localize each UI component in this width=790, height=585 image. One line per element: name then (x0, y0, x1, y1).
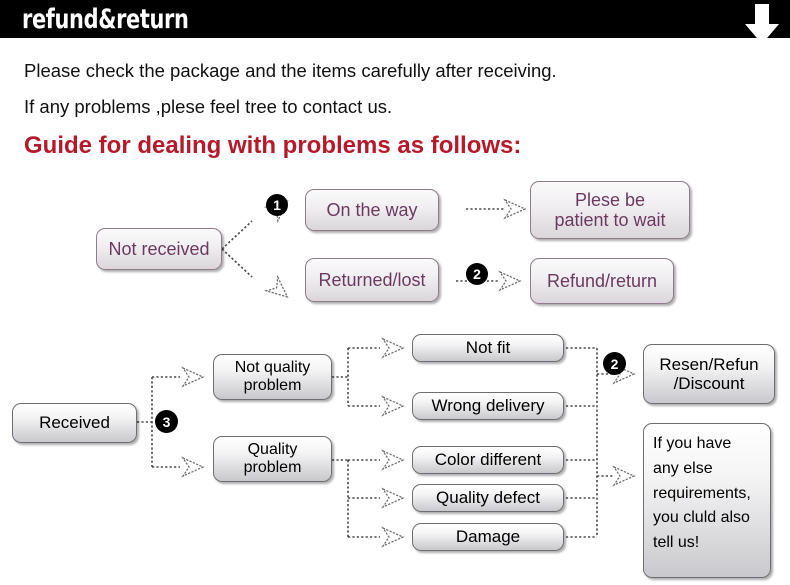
intro-line-2: If any problems ,plese feel tree to cont… (24, 96, 393, 117)
node-color-different[interactable]: Color different (412, 446, 564, 474)
badge-3: 3 (155, 410, 178, 433)
guide-heading: Guide for dealing with problems as follo… (24, 132, 522, 159)
note-line-5: tell us! (653, 534, 700, 552)
node-wrong-delivery[interactable]: Wrong delivery (412, 392, 564, 420)
note-line-3: requirements, (653, 484, 751, 502)
node-damage[interactable]: Damage (412, 523, 564, 551)
plese-be-patient-line-2: patient to wait (554, 210, 666, 230)
plese-be-patient-line-1: Plese be (574, 189, 646, 210)
resend-refund-line-1: Resen/Refun (659, 354, 759, 374)
header-bar: refund&return (0, 0, 790, 38)
badge-2-section-2: 2 (603, 352, 626, 375)
node-quality-defect[interactable]: Quality defect (412, 484, 564, 512)
badge-1: 1 (266, 194, 288, 216)
note-line-1: If you have (653, 435, 732, 452)
node-not-received[interactable]: Not received (96, 228, 222, 270)
node-resend-refund-discount[interactable]: Resen/Refun /Discount (643, 344, 775, 404)
node-returned-lost[interactable]: Returned/lost (305, 258, 439, 302)
node-on-the-way[interactable]: On the way (305, 189, 439, 231)
node-not-fit[interactable]: Not fit (412, 334, 564, 362)
not-quality-problem-line-2: problem (243, 377, 302, 394)
quality-problem-line-2: problem (243, 459, 302, 476)
node-received[interactable]: Received (12, 403, 137, 443)
node-refund-return[interactable]: Refund/return (530, 258, 674, 304)
node-quality-problem[interactable]: Quality problem (213, 436, 332, 482)
node-extra-requirements-note: If you have any else requirements, you c… (643, 423, 771, 578)
node-not-quality-problem[interactable]: Not quality problem (213, 354, 332, 400)
intro-line-1: Please check the package and the items c… (24, 60, 557, 81)
quality-problem-line-1: Quality (247, 441, 298, 459)
badge-2-section-1: 2 (466, 263, 488, 285)
resend-refund-line-2: /Discount (673, 374, 745, 393)
page-title: refund&return (22, 4, 189, 35)
node-plese-be-patient[interactable]: Plese be patient to wait (530, 181, 690, 239)
not-quality-problem-line-1: Not quality (234, 359, 311, 377)
note-line-4: you cluld also (653, 509, 750, 527)
note-line-2: any else (653, 459, 713, 477)
down-arrow-icon (745, 4, 779, 44)
